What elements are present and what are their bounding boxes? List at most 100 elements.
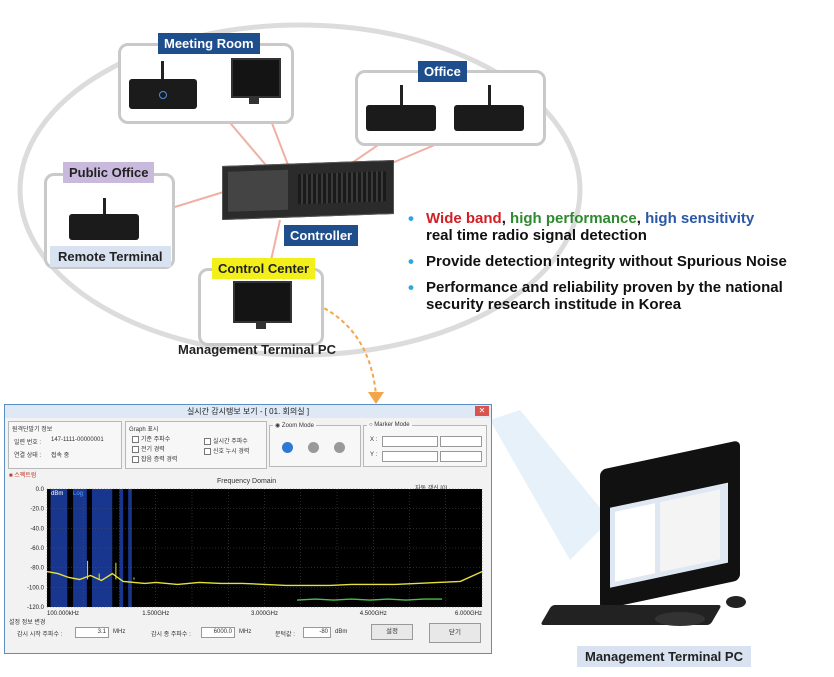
server-bays [228,169,288,212]
zoom-mode-option[interactable]: ◉ Zoom Mode [273,422,316,429]
detection-band [128,489,132,607]
threshold-label: 문턱값 : [275,632,295,638]
marker-x-label: X : [370,437,378,443]
y-tick-label: -60.0 [30,546,44,552]
checkbox-icon[interactable] [204,437,211,445]
checkbox-icon[interactable] [132,435,139,443]
graph-option[interactable]: 기준 주파수 [132,434,170,443]
screen-window [615,503,655,582]
arrow-head [368,392,384,404]
monitoring-window: 실시간 감시탱보 보기 - [ 01. 회의실 ] ✕ 원격단말기 정보 일련 … [4,404,492,654]
feature-item: • Wide band, high performance, high sens… [406,210,831,244]
zoom-reset-icon[interactable] [334,442,345,453]
network-ring [17,22,583,358]
y-tick-label: -100.0 [27,585,45,591]
graph-option[interactable]: 전기 경력 [132,444,165,453]
end-freq-field[interactable]: 6000.0 [201,627,235,638]
monitor-screen [610,482,728,588]
antenna-icon [400,85,403,105]
status-label: 연결 상태 : [14,453,42,459]
detector-device [366,85,436,131]
marker-y-unit-select[interactable] [440,451,482,462]
x-tick-label: 1.500GHz [142,611,169,617]
detector-device [129,61,197,109]
marker-y-field[interactable] [382,451,438,462]
office-label: Office [418,61,467,82]
checkbox-icon[interactable] [132,445,139,453]
detector-device [69,198,139,240]
close-icon[interactable]: ✕ [475,406,489,416]
detection-band [119,489,124,607]
y-axis-label: dBm [51,491,63,497]
feature-text: Performance and reliability proven by th… [426,279,783,313]
marker-x-unit-select[interactable] [440,436,482,447]
feature-separator: , [636,210,646,227]
y-tick-label: 0.0 [36,487,45,493]
spectrum-tab[interactable]: ■ 스펙트럼 [9,473,37,479]
checkbox-icon[interactable] [132,455,139,463]
control-center-frame [198,268,324,346]
monitor-icon [231,58,281,98]
marker-y-label: Y : [370,452,378,458]
meeting-room-label: Meeting Room [158,33,260,54]
spectrum-chart[interactable]: 0.0-20.0-40.0-60.0-80.0-100.0-120.0100.0… [7,481,487,617]
settings-header: 설정 정보 변경 [9,620,46,626]
feature-high-sensitivity: high sensitivity [645,210,755,227]
management-pc-label: Management Terminal PC [178,342,336,357]
marker-mode-option[interactable]: ○ Marker Mode [367,422,412,428]
link-control [269,219,281,266]
checkbox-icon[interactable] [204,447,211,455]
y-tick-label: -80.0 [30,566,44,572]
graph-option[interactable]: 잡음 증력 경력 [132,454,177,463]
screen-window [660,489,720,573]
apply-button[interactable]: 설정 [371,624,413,640]
remote-terminal-label: Remote Terminal [50,246,171,267]
bullet-icon: • [408,252,414,271]
threshold-field[interactable]: -80 [303,627,331,638]
link-public [164,189,231,211]
feature-list: • Wide band, high performance, high sens… [406,210,831,322]
series-line [46,570,483,587]
threshold-unit: dBm [335,629,348,635]
end-freq-unit: MHz [239,629,252,635]
controller-server [222,159,394,221]
monitor-base [655,612,705,626]
bullet-icon: • [408,209,414,228]
zoom-beam [490,410,610,560]
detection-band [73,489,87,607]
serial-value: 147-1111-00000001 [51,437,104,443]
terminal-info-panel: 원격단말기 정보 일련 번호 : 147-1111-00000001 연결 상태… [8,421,122,469]
antenna-icon [103,198,106,214]
detector-device [454,85,524,131]
zoom-out-icon[interactable] [308,442,319,453]
graph-option[interactable]: 신호 누시 경력 [204,446,249,455]
x-tick-label: 3.000GHz [251,611,278,617]
antenna-icon [488,85,491,105]
status-value: 접속 중 [51,453,70,459]
meeting-room-frame [118,43,294,124]
feature-detail: real time radio signal detection [426,227,647,244]
y-tick-label: -120.0 [27,605,45,611]
marker-mode-panel: ○ Marker Mode X : Y : [363,422,487,467]
close-button[interactable]: 닫기 [429,623,481,643]
detection-band [91,489,113,607]
server-vents [298,171,386,205]
start-freq-field[interactable]: 3.1 [75,627,109,638]
feature-high-performance: high performance [510,210,637,227]
y-tick-label: -20.0 [30,507,44,513]
serial-label: 일련 번호 : [14,440,42,446]
graph-option[interactable]: 실시간 주파수 [204,436,248,445]
monitor-stand [249,96,259,104]
feature-wide-band: Wide band [426,210,502,227]
window-titlebar: 실시간 감시탱보 보기 - [ 01. 회의실 ] ✕ [5,405,491,418]
monitor-icon [233,281,292,323]
zoom-in-icon[interactable] [282,442,293,453]
feature-item: • Performance and reliability proven by … [406,279,831,313]
monitor-stand [256,321,266,329]
terminal-info-header: 원격단말기 정보 [12,427,53,433]
detection-band [50,489,68,607]
zoom-mode-panel: ◉ Zoom Mode [269,422,361,467]
y-tick-label: -40.0 [30,526,44,532]
bullet-icon: • [408,278,414,297]
marker-x-field[interactable] [382,436,438,447]
